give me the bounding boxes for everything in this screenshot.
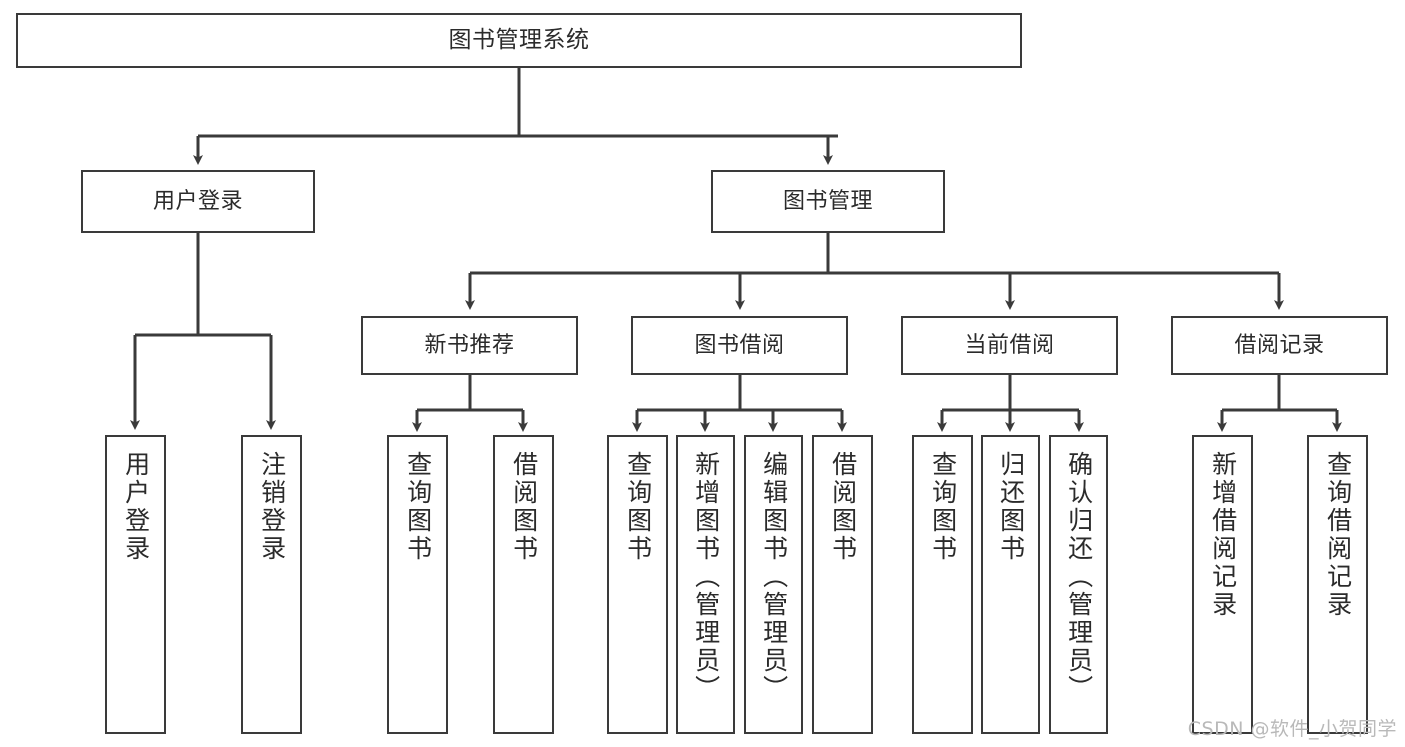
node-label: 确认归还（管理员）	[1064, 451, 1094, 703]
node-book-borrow[interactable]: 图书借阅	[631, 316, 848, 375]
leaf-borrow-record-add-record[interactable]: 新增借阅记录	[1192, 435, 1253, 734]
leaf-current-borrow-confirm-return-admin[interactable]: 确认归还（管理员）	[1049, 435, 1108, 734]
leaf-book-borrow-edit-book-admin[interactable]: 编辑图书（管理员）	[744, 435, 803, 734]
leaf-new-book-query-book[interactable]: 查询图书	[387, 435, 448, 734]
leaf-current-borrow-query-book[interactable]: 查询图书	[912, 435, 973, 734]
node-label: 用户登录	[121, 451, 151, 563]
leaf-user-login-logout[interactable]: 注销登录	[241, 435, 302, 734]
node-book-management[interactable]: 图书管理	[711, 170, 945, 233]
node-label: 查询图书	[928, 451, 958, 563]
leaf-book-borrow-query-book[interactable]: 查询图书	[607, 435, 668, 734]
node-label: 用户登录	[152, 188, 243, 214]
leaf-book-borrow-borrow-book[interactable]: 借阅图书	[812, 435, 873, 734]
node-label: 图书管理	[782, 188, 873, 214]
node-root-library-system[interactable]: 图书管理系统	[16, 13, 1022, 68]
leaf-new-book-borrow-book[interactable]: 借阅图书	[493, 435, 554, 734]
leaf-current-borrow-return-book[interactable]: 归还图书	[981, 435, 1040, 734]
leaf-borrow-record-query-record[interactable]: 查询借阅记录	[1307, 435, 1368, 734]
watermark-text: CSDN @软件_小贺同学	[1187, 718, 1397, 740]
node-borrow-record[interactable]: 借阅记录	[1171, 316, 1388, 375]
node-label: 查询图书	[403, 451, 433, 563]
node-label: 新增图书（管理员）	[691, 451, 721, 703]
node-user-login[interactable]: 用户登录	[81, 170, 315, 233]
node-label: 归还图书	[996, 451, 1026, 563]
leaf-book-borrow-add-book-admin[interactable]: 新增图书（管理员）	[676, 435, 735, 734]
leaf-user-login-login[interactable]: 用户登录	[105, 435, 166, 734]
node-label: 图书管理系统	[448, 26, 590, 53]
node-label: 新书推荐	[424, 332, 515, 358]
node-label: 查询借阅记录	[1323, 451, 1353, 619]
node-label: 图书借阅	[694, 332, 785, 358]
node-label: 借阅图书	[828, 451, 858, 563]
node-label: 当前借阅	[964, 332, 1055, 358]
node-label: 新增借阅记录	[1208, 451, 1238, 619]
node-current-borrow[interactable]: 当前借阅	[901, 316, 1118, 375]
node-label: 借阅图书	[509, 451, 539, 563]
node-label: 注销登录	[257, 451, 287, 563]
node-label: 借阅记录	[1234, 332, 1325, 358]
node-label: 编辑图书（管理员）	[759, 451, 789, 703]
node-new-book-recommend[interactable]: 新书推荐	[361, 316, 578, 375]
node-label: 查询图书	[623, 451, 653, 563]
